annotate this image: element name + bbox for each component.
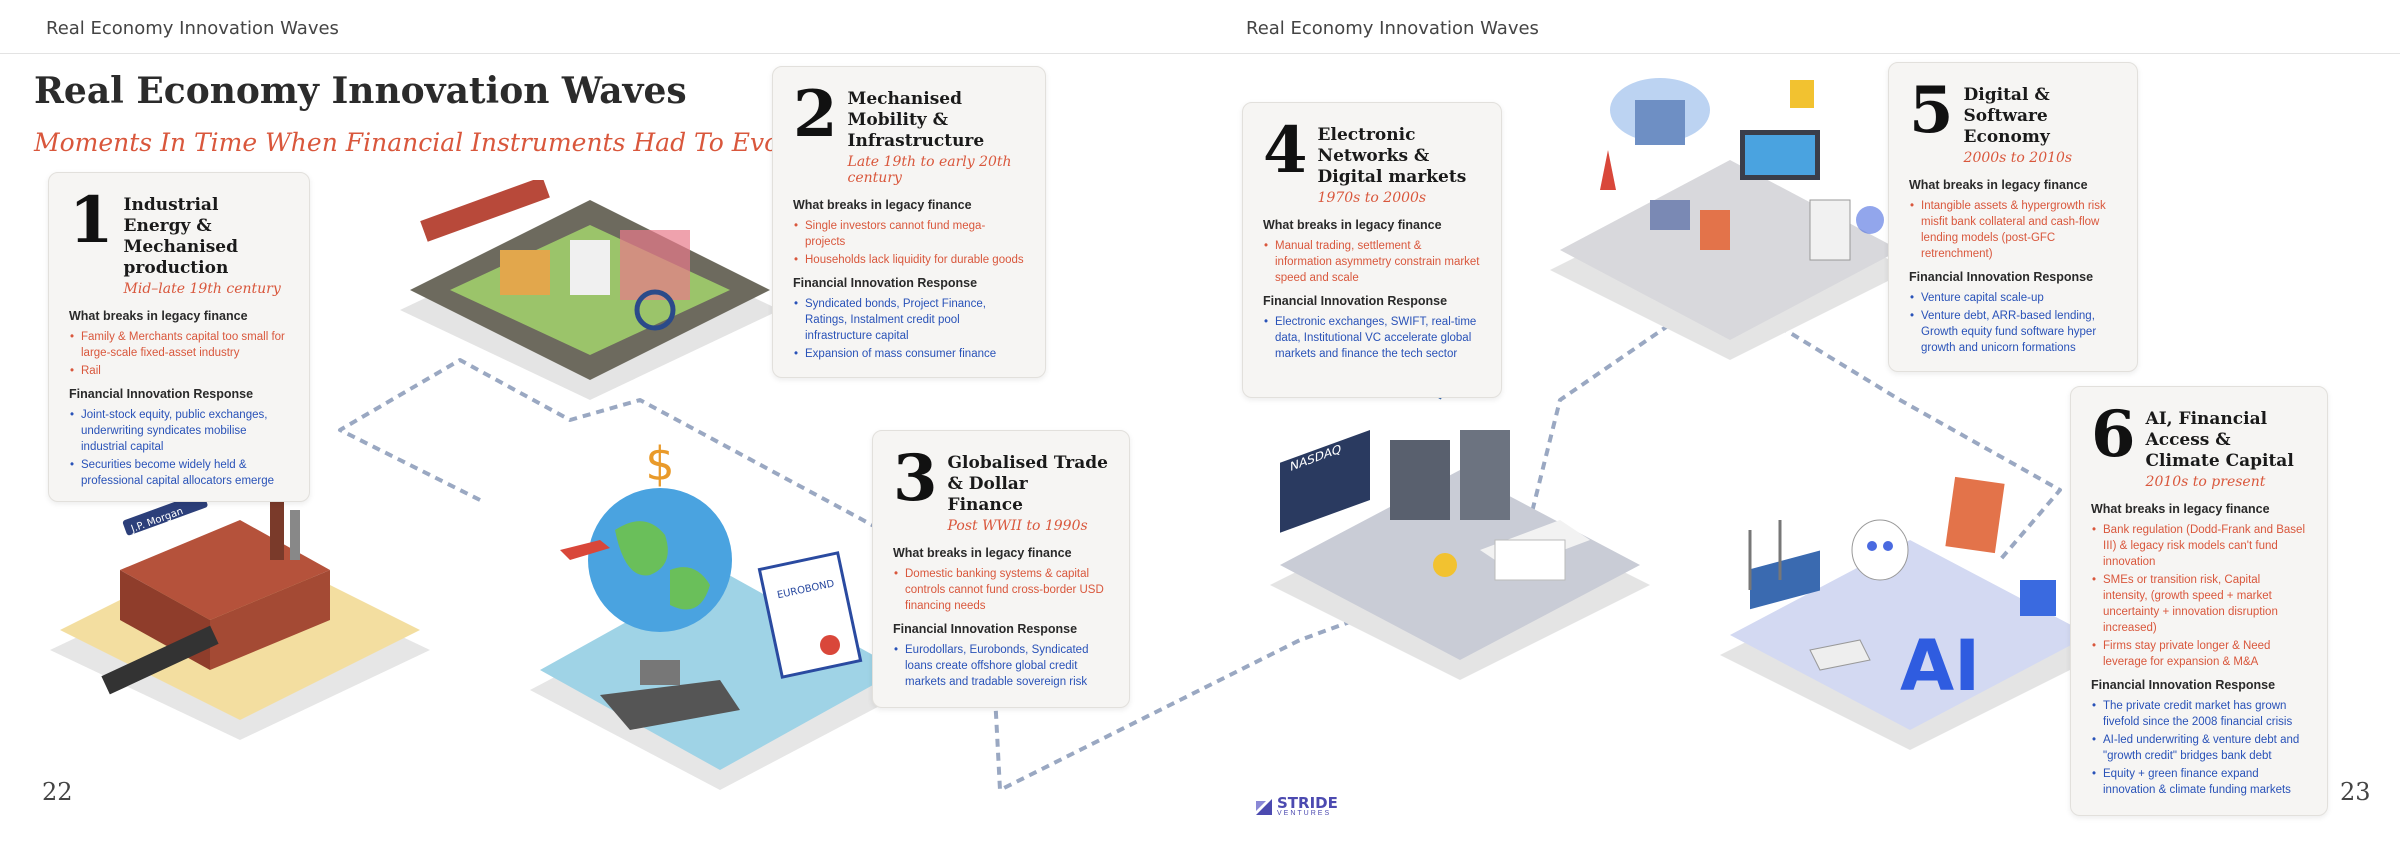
list-item: Rail xyxy=(70,363,289,379)
list-item: Electronic exchanges, SWIFT, real-time d… xyxy=(1264,314,1481,362)
breaks-list: Family & Merchants capital too small for… xyxy=(69,329,289,379)
breaks-label: What breaks in legacy finance xyxy=(793,198,972,212)
page-subtitle: Moments In Time When Financial Instrumen… xyxy=(34,128,817,157)
breaks-list: Single investors cannot fund mega-projec… xyxy=(793,218,1025,268)
header-divider xyxy=(0,53,2400,54)
wave-card-3: 3 Globalised Trade & Dollar Finance Post… xyxy=(872,430,1130,708)
list-item: Manual trading, settlement & information… xyxy=(1264,238,1481,286)
response-list: The private credit market has grown five… xyxy=(2091,698,2307,798)
wave-card-6: 6 AI, Financial Access & Climate Capital… xyxy=(2070,386,2328,816)
list-item: Single investors cannot fund mega-projec… xyxy=(794,218,1025,250)
wave-era: Late 19th to early 20th century xyxy=(847,154,1012,186)
illustration-mobility-town xyxy=(400,180,780,400)
breaks-list: Manual trading, settlement & information… xyxy=(1263,238,1481,286)
response-label: Financial Innovation Response xyxy=(793,276,978,290)
list-item: Firms stay private longer & Need leverag… xyxy=(2092,638,2307,670)
page-number-right: 23 xyxy=(2340,778,2371,806)
wave-number: 3 xyxy=(893,441,938,516)
response-list: Venture capital scale-up Venture debt, A… xyxy=(1909,290,2117,356)
wave-title: Mechanised Mobility & Infrastructure xyxy=(847,89,985,151)
wave-card-2: 2 Mechanised Mobility & Infrastructure L… xyxy=(772,66,1046,378)
response-label: Financial Innovation Response xyxy=(2091,678,2276,692)
list-item: Family & Merchants capital too small for… xyxy=(70,329,289,361)
running-header-left: Real Economy Innovation Waves xyxy=(46,18,339,39)
stride-logo-icon xyxy=(1256,798,1272,815)
wave-title: Electronic Networks & Digital markets xyxy=(1317,125,1467,187)
list-item: Syndicated bonds, Project Finance, Ratin… xyxy=(794,296,1025,344)
ai-letters: AI xyxy=(1900,625,1980,707)
breaks-list: Bank regulation (Dodd-Frank and Basel II… xyxy=(2091,522,2307,670)
breaks-label: What breaks in legacy finance xyxy=(893,546,1072,560)
page-title: Real Economy Innovation Waves xyxy=(34,70,687,112)
illustration-electronic-markets: NASDAQ xyxy=(1270,374,1650,680)
wave-number: 4 xyxy=(1263,113,1308,188)
wave-era: 1970s to 2000s xyxy=(1317,190,1427,206)
list-item: Equity + green finance expand innovation… xyxy=(2092,766,2307,798)
response-label: Financial Innovation Response xyxy=(1909,270,2094,284)
response-label: Financial Innovation Response xyxy=(1263,294,1448,308)
response-label: Financial Innovation Response xyxy=(893,622,1078,636)
wave-era: 2010s to present xyxy=(2145,474,2266,490)
breaks-label: What breaks in legacy finance xyxy=(1909,178,2088,192)
wave-era: 2000s to 2010s xyxy=(1963,150,2073,166)
illustration-digital-economy xyxy=(1550,78,1910,360)
list-item: The private credit market has grown five… xyxy=(2092,698,2307,730)
list-item: Bank regulation (Dodd-Frank and Basel II… xyxy=(2092,522,2307,570)
running-header-right: Real Economy Innovation Waves xyxy=(1246,18,1539,39)
illustration-ai-climate: AI xyxy=(1720,476,2100,750)
breaks-list: Intangible assets & hypergrowth risk mis… xyxy=(1909,198,2117,262)
illustration-global-trade: $ EUROBOND xyxy=(530,440,910,790)
breaks-label: What breaks in legacy finance xyxy=(2091,502,2270,516)
page-number-left: 22 xyxy=(42,778,73,806)
breaks-label: What breaks in legacy finance xyxy=(1263,218,1442,232)
breaks-list: Domestic banking systems & capital contr… xyxy=(893,566,1109,614)
wave-card-1: 1 Industrial Energy & Mechanised product… xyxy=(48,172,310,502)
wave-title: AI, Financial Access & Climate Capital xyxy=(2145,409,2294,471)
list-item: SMEs or transition risk, Capital intensi… xyxy=(2092,572,2307,636)
stride-ventures-logo: STRIDE VENTURES xyxy=(1254,796,1338,817)
logo-name: STRIDE xyxy=(1277,794,1338,812)
response-list: Syndicated bonds, Project Finance, Ratin… xyxy=(793,296,1025,362)
wave-card-5: 5 Digital & Software Economy 2000s to 20… xyxy=(1888,62,2138,372)
wave-number: 1 xyxy=(69,183,114,258)
wave-card-4: 4 Electronic Networks & Digital markets … xyxy=(1242,102,1502,398)
wave-era: Mid–late 19th century xyxy=(123,281,281,297)
wave-number: 6 xyxy=(2091,397,2136,472)
list-item: Domestic banking systems & capital contr… xyxy=(894,566,1109,614)
list-item: Expansion of mass consumer finance xyxy=(794,346,1025,362)
response-list: Eurodollars, Eurobonds, Syndicated loans… xyxy=(893,642,1109,690)
dollar-sign-icon: $ xyxy=(645,440,674,491)
wave-title: Globalised Trade & Dollar Finance xyxy=(947,453,1108,515)
breaks-label: What breaks in legacy finance xyxy=(69,309,248,323)
list-item: Venture debt, ARR-based lending, Growth … xyxy=(1910,308,2117,356)
wave-number: 2 xyxy=(793,77,838,152)
wave-title: Industrial Energy & Mechanised productio… xyxy=(123,195,238,278)
list-item: Joint-stock equity, public exchanges, un… xyxy=(70,407,289,455)
wave-number: 5 xyxy=(1909,73,1954,148)
illustration-industrial-factory: J.P. Morgan xyxy=(50,492,430,740)
list-item: Intangible assets & hypergrowth risk mis… xyxy=(1910,198,2117,262)
list-item: Households lack liquidity for durable go… xyxy=(794,252,1025,268)
wave-era: Post WWII to 1990s xyxy=(947,518,1088,534)
wave-title: Digital & Software Economy xyxy=(1963,85,2050,147)
logo-sub: VENTURES xyxy=(1277,810,1332,817)
list-item: AI-led underwriting & venture debt and "… xyxy=(2092,732,2307,764)
response-list: Electronic exchanges, SWIFT, real-time d… xyxy=(1263,314,1481,362)
response-label: Financial Innovation Response xyxy=(69,387,254,401)
list-item: Venture capital scale-up xyxy=(1910,290,2117,306)
list-item: Eurodollars, Eurobonds, Syndicated loans… xyxy=(894,642,1109,690)
list-item: Securities become widely held & professi… xyxy=(70,457,289,489)
response-list: Joint-stock equity, public exchanges, un… xyxy=(69,407,289,489)
